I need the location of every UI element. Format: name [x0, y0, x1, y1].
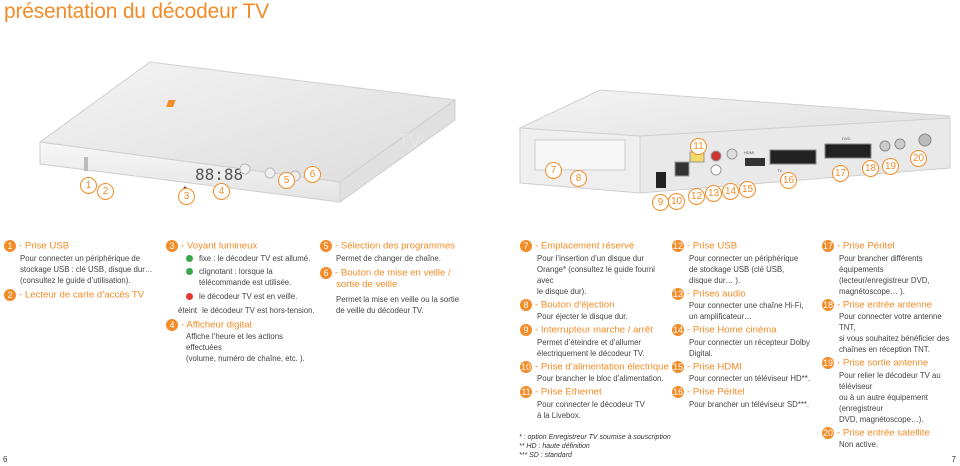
- callout-16: 16: [780, 172, 797, 189]
- page-title: présentation du décodeur TV: [4, 0, 270, 23]
- heading-usb: 1- Prise USB: [4, 240, 164, 253]
- heading-programs: 5- Sélection des programmes: [320, 240, 470, 253]
- section-programs-standby: 5- Sélection des programmes Permet de ch…: [320, 240, 470, 316]
- page-number-right: 7: [951, 455, 956, 464]
- callout-10: 10: [668, 193, 685, 210]
- section-back-right: 17- Prise Péritel Pour brancher différen…: [822, 240, 950, 450]
- callout-6: 6: [304, 166, 321, 183]
- decoder-front-illustration: TV 88:88: [0, 22, 470, 222]
- led-red-icon: [186, 292, 193, 300]
- callout-4: 4: [213, 183, 230, 200]
- callout-11: 11: [690, 138, 707, 155]
- callout-17: 17: [832, 165, 849, 182]
- section-back-middle: 12- Prise USB Pour connecter un périphér…: [672, 240, 810, 409]
- section-led-display: 3- Voyant lumineux fixe : le décodeur TV…: [166, 240, 316, 364]
- callout-13: 13: [705, 185, 722, 202]
- heading-led: 3- Voyant lumineux: [166, 240, 316, 253]
- digital-display: 88:88: [195, 165, 243, 184]
- callout-15: 15: [739, 181, 756, 198]
- decoder-back-illustration: USB HDMI TV DVD: [480, 68, 958, 208]
- heading-card-reader: 2- Lecteur de carte d’accès TV: [4, 288, 164, 302]
- section-usb-card: 1- Prise USB Pour connecter un périphéri…: [4, 240, 164, 301]
- section-back-left: 7- Emplacement réservé Pour l’insertion …: [520, 240, 669, 420]
- dvd-port-label: DVD: [842, 136, 851, 141]
- heading-display: 4- Afficheur digital: [166, 318, 316, 332]
- page-number-left: 6: [3, 455, 8, 464]
- callout-7: 7: [545, 162, 562, 179]
- callout-14: 14: [722, 183, 739, 200]
- heading-standby: 6- Bouton de mise en veille /: [320, 266, 470, 280]
- callout-5: 5: [278, 172, 295, 189]
- footnotes: * : option Enregistreur TV soumise à sou…: [519, 434, 671, 459]
- callout-20: 20: [910, 150, 927, 167]
- callout-3: 3: [178, 188, 195, 205]
- led-green-icon: [186, 254, 193, 262]
- hdmi-port-label: HDMI: [744, 150, 754, 155]
- callout-19: 19: [882, 158, 899, 175]
- tv-port-label: TV: [777, 168, 782, 173]
- callout-1: 1: [80, 177, 97, 194]
- led-green-blink-icon: [186, 267, 193, 275]
- callout-12: 12: [688, 188, 705, 205]
- callout-18: 18: [862, 160, 879, 177]
- front-tv-label: TV: [398, 131, 421, 151]
- callout-9: 9: [652, 194, 669, 211]
- callout-8: 8: [570, 170, 587, 187]
- callout-2: 2: [97, 183, 114, 200]
